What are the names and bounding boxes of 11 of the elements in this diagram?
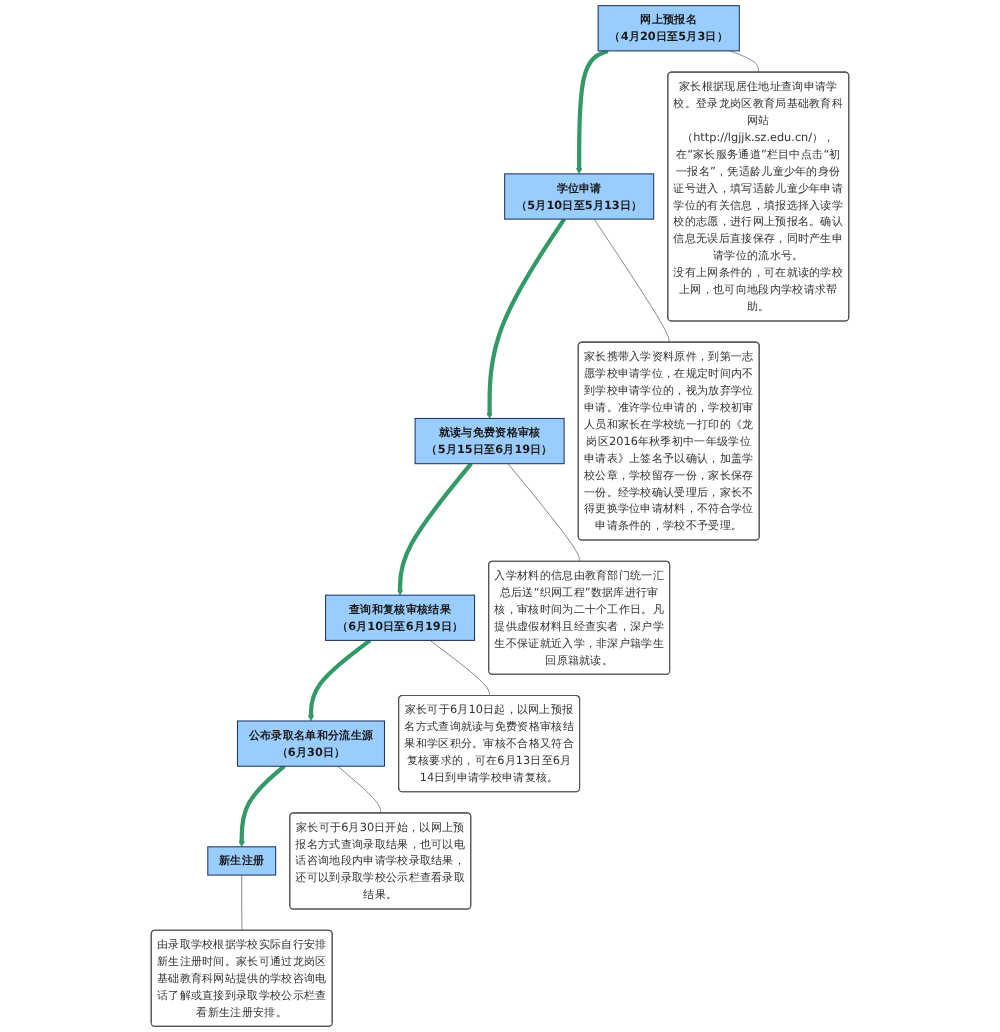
connector: [593, 218, 670, 343]
connector: [337, 765, 381, 814]
arrow: [486, 217, 566, 419]
connector: [241, 874, 243, 931]
arrow: [576, 48, 609, 175]
connector: [729, 50, 759, 73]
arrow: [238, 764, 286, 848]
connector: [507, 463, 580, 562]
arrow: [396, 462, 473, 596]
arrow: [307, 638, 372, 722]
connector: [429, 640, 490, 697]
